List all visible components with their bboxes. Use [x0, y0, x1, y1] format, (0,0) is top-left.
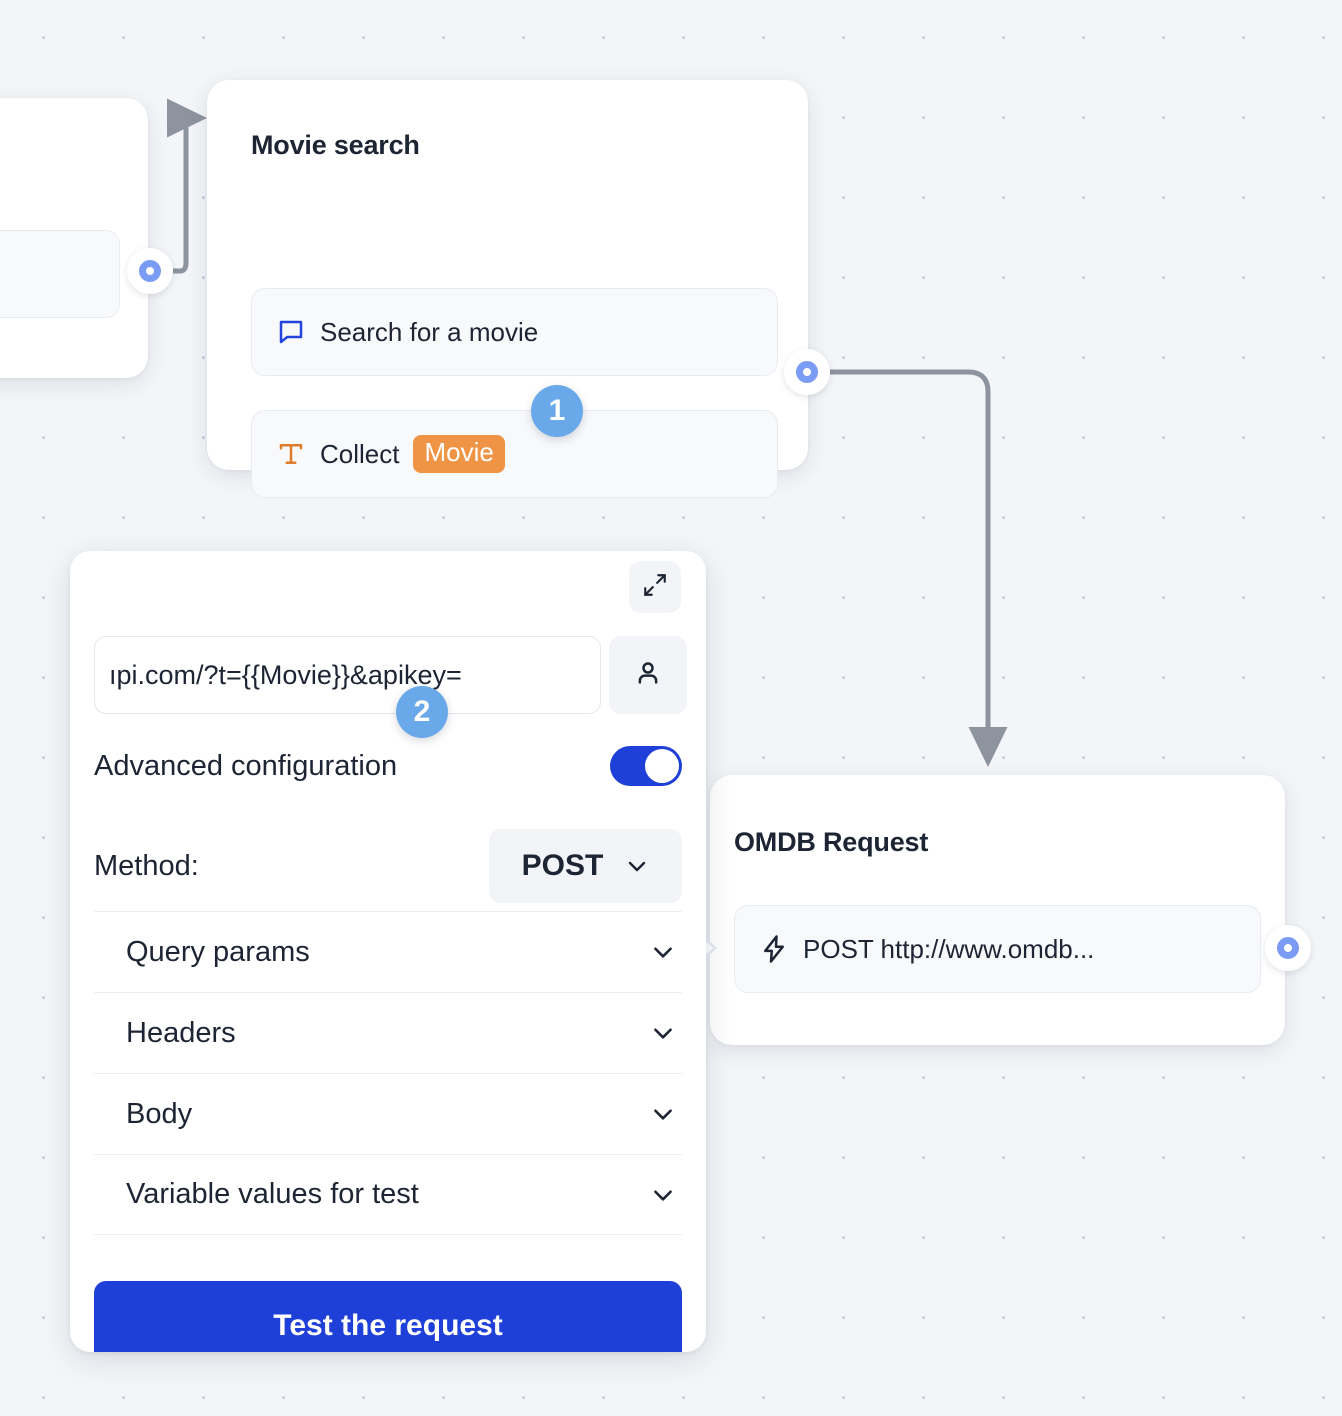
- accordion-variable-values-for-test[interactable]: Variable values for test: [94, 1154, 682, 1235]
- omdb-request-node[interactable]: OMDB Request POST http://www.omdb...: [692, 775, 1285, 1045]
- chevron-down-icon: [650, 1101, 676, 1127]
- text-input-icon: [276, 439, 306, 469]
- omdb-request-title: OMDB Request: [734, 827, 929, 857]
- accordion-headers[interactable]: Headers: [94, 992, 682, 1073]
- accordion-label: Variable values for test: [126, 1178, 419, 1210]
- step-label: POST http://www.omdb...: [803, 933, 1095, 964]
- handle-movie-search-output[interactable]: [784, 349, 830, 395]
- movie-search-node[interactable]: Movie search Search for a movie Collect: [207, 80, 808, 498]
- lightning-icon: [759, 934, 789, 964]
- auth-user-button[interactable]: [609, 636, 687, 714]
- step-label: Collect: [320, 438, 400, 469]
- method-row: Method: POST: [94, 829, 682, 903]
- chevron-down-icon: [625, 854, 649, 878]
- accordion-label: Query params: [126, 935, 310, 968]
- method-select[interactable]: POST: [489, 829, 682, 903]
- advanced-configuration-label: Advanced configuration: [94, 749, 398, 782]
- edge-prev-to-movie: [167, 98, 208, 274]
- previous-node-card[interactable]: [0, 98, 148, 378]
- annotation-badge-2: 2: [396, 686, 448, 738]
- step-collect-movie[interactable]: Collect Movie: [251, 410, 778, 498]
- message-icon: [276, 317, 306, 347]
- accordion-label: Headers: [126, 1016, 236, 1049]
- advanced-configuration-toggle[interactable]: [610, 746, 682, 786]
- handle-prev-node-output[interactable]: [127, 248, 173, 294]
- advanced-configuration-row: Advanced configuration: [94, 746, 682, 786]
- expand-diagonal-icon: [642, 572, 668, 603]
- handle-ring-icon: [139, 260, 161, 282]
- url-row: ıpi.com/?t={{Movie}}&apikey=: [94, 636, 687, 714]
- handle-ring-icon: [1277, 937, 1299, 959]
- chevron-down-icon: [650, 1182, 676, 1208]
- variable-chip-movie[interactable]: Movie: [413, 435, 505, 473]
- annotation-badge-1: 1: [531, 385, 583, 437]
- movie-search-title: Movie search: [251, 130, 420, 160]
- previous-node-step-placeholder: [0, 230, 120, 318]
- request-url-input[interactable]: ıpi.com/?t={{Movie}}&apikey=: [94, 636, 601, 714]
- method-selected-value: POST: [521, 849, 604, 882]
- handle-omdb-request-output[interactable]: [1265, 925, 1311, 971]
- user-icon: [633, 658, 663, 693]
- test-the-request-button[interactable]: Test the request: [94, 1281, 682, 1352]
- expand-panel-button[interactable]: [629, 561, 681, 613]
- step-label: Search for a movie: [320, 316, 539, 347]
- step-search-for-a-movie[interactable]: Search for a movie: [251, 288, 778, 376]
- method-label: Method:: [94, 849, 199, 882]
- handle-ring-icon: [796, 361, 818, 383]
- accordion-list: Query params Headers Body Variable value…: [94, 911, 682, 1235]
- step-post-request[interactable]: POST http://www.omdb...: [734, 905, 1261, 993]
- accordion-label: Body: [126, 1097, 193, 1130]
- toggle-knob: [645, 749, 679, 783]
- accordion-body[interactable]: Body: [94, 1073, 682, 1154]
- accordion-query-params[interactable]: Query params: [94, 911, 682, 992]
- edge-movie-to-omdb: [827, 369, 1008, 768]
- request-config-panel[interactable]: ıpi.com/?t={{Movie}}&apikey= Advanced co…: [70, 551, 706, 1352]
- chevron-down-icon: [650, 1020, 676, 1046]
- chevron-down-icon: [650, 939, 676, 965]
